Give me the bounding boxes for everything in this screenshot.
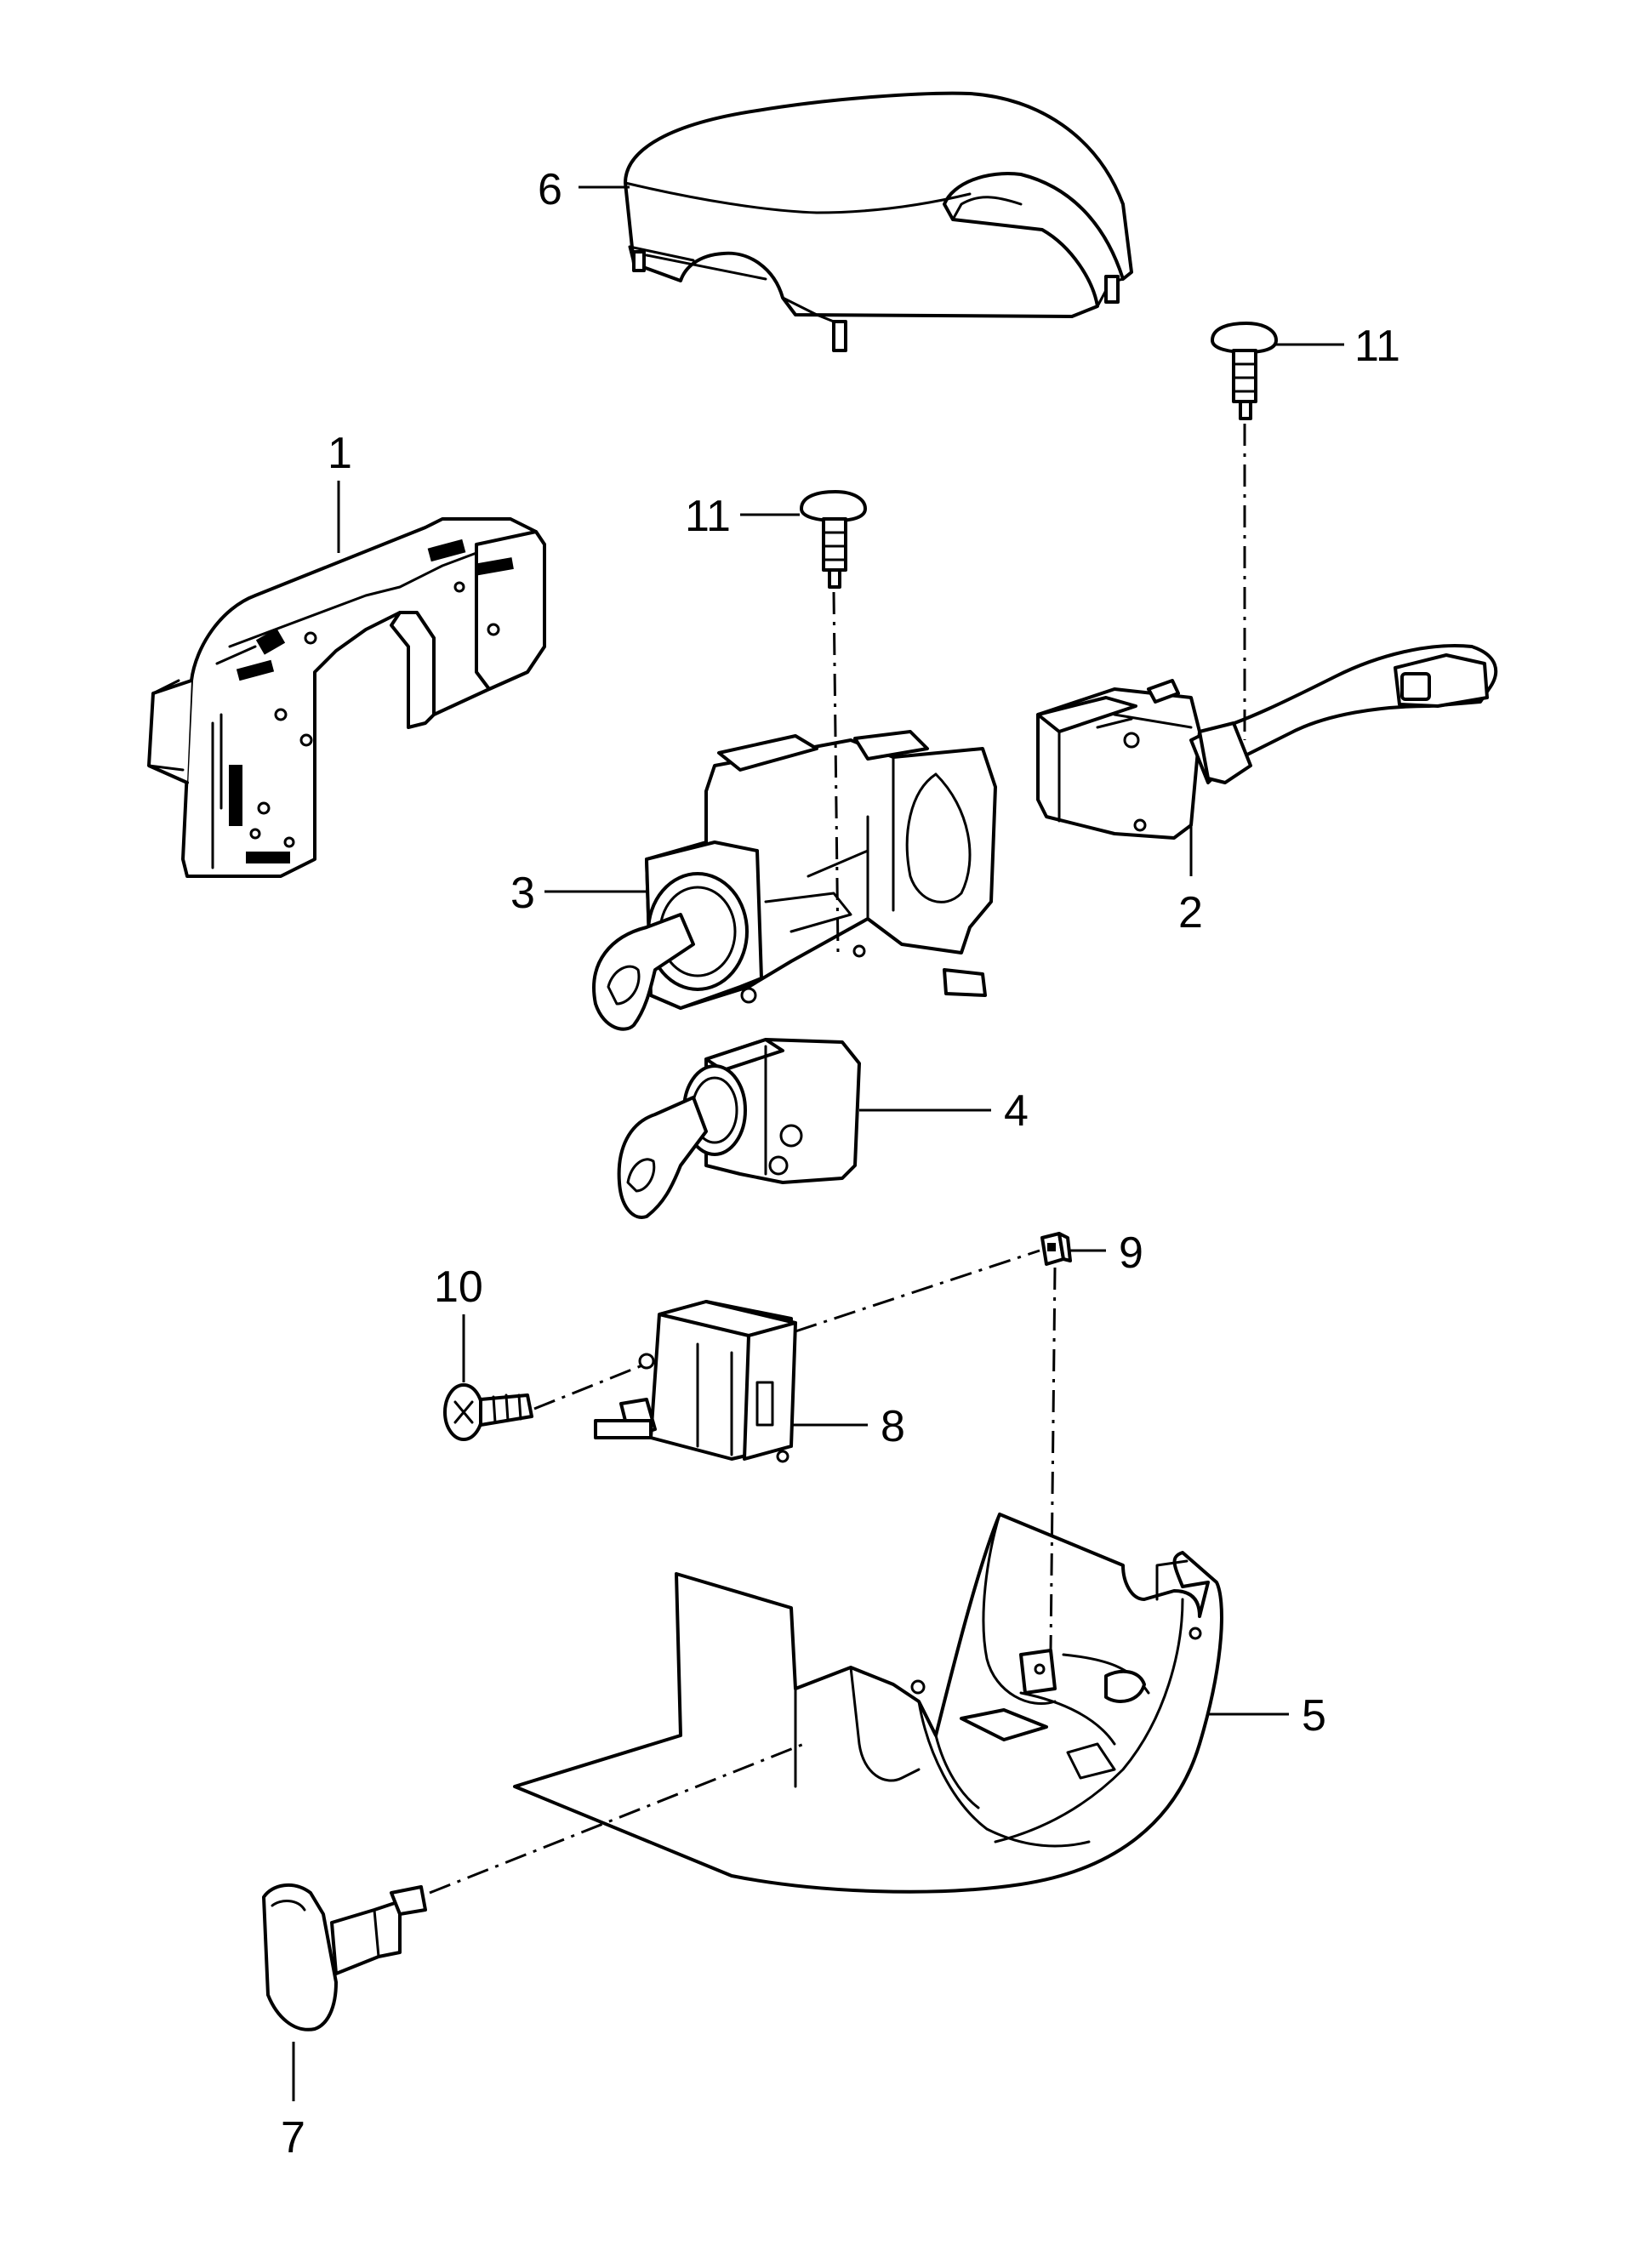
screw-11-center — [800, 490, 867, 589]
screw-10 — [443, 1383, 533, 1441]
assembly-lines — [429, 424, 1246, 1895]
callout-3: 3 — [510, 869, 535, 918]
switch-housing — [592, 730, 997, 1031]
callout-9: 9 — [1119, 1228, 1143, 1278]
callout-11-right: 11 — [1354, 322, 1400, 371]
callout-8: 8 — [881, 1402, 905, 1451]
callout-4: 4 — [1004, 1086, 1029, 1136]
contact-unit — [147, 517, 546, 878]
lower-steering-column-cover — [513, 1513, 1223, 1894]
upper-steering-column-cover — [624, 91, 1133, 352]
callout-1: 1 — [328, 429, 352, 478]
leader-lines — [292, 185, 1344, 2101]
callout-labels: 1 2 3 4 5 6 7 8 9 10 11 11 — [281, 165, 1400, 2163]
clip-9 — [1040, 1232, 1072, 1266]
callout-5: 5 — [1302, 1691, 1326, 1741]
callout-11-center: 11 — [685, 492, 731, 541]
callout-2: 2 — [1178, 888, 1203, 937]
stalk-switch-lower — [617, 1038, 861, 1219]
screw-11-right — [1211, 322, 1278, 420]
stalk-switch-right — [1036, 644, 1498, 840]
release-lever-7 — [262, 1883, 427, 2032]
callout-7: 7 — [281, 2113, 305, 2163]
callout-10: 10 — [434, 1262, 483, 1312]
control-module — [594, 1300, 797, 1463]
callout-6: 6 — [538, 165, 562, 214]
